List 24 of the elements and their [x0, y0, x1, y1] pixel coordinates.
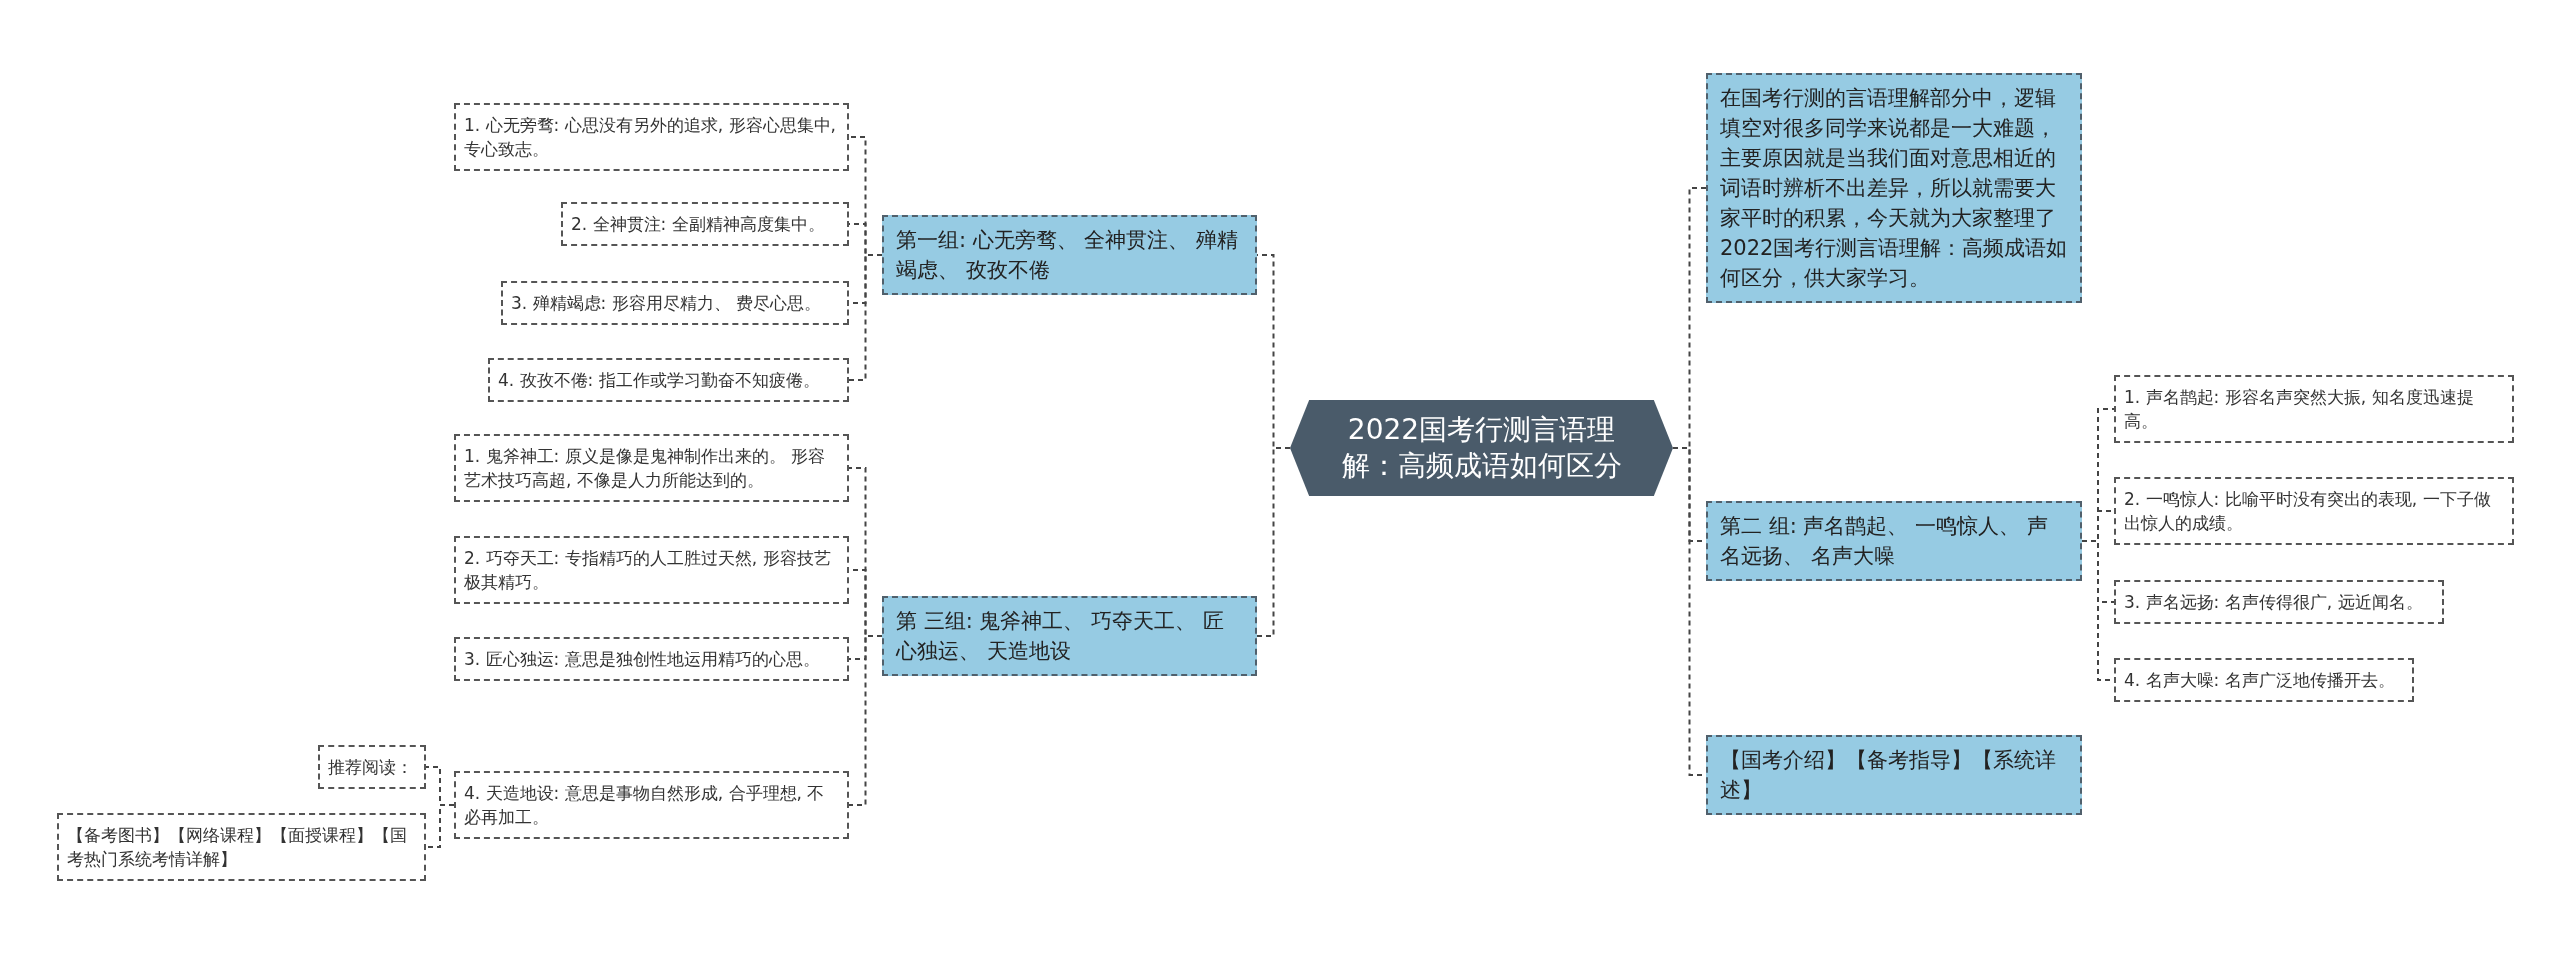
topic-box: 【国考介绍】【备考指导】【系统详述】 [1706, 735, 2082, 815]
subtopic-box: 3. 匠心独运: 意思是独创性地运用精巧的心思。 [454, 637, 849, 681]
subtopic-box: 3. 声名远扬: 名声传得很广, 远近闻名。 [2114, 580, 2444, 624]
subtopic-box: 2. 巧夺天工: 专指精巧的人工胜过天然, 形容技艺极其精巧。 [454, 536, 849, 604]
connector-line [848, 635, 883, 806]
connector-line [1256, 447, 1291, 637]
topic-box: 第 三组: 鬼斧神工、 巧夺天工、 匠心独运、 天造地设 [882, 596, 1257, 676]
topic-box: 在国考行测的言语理解部分中，逻辑填空对很多同学来说都是一大难题，主要原因就是当我们面对意思相近的词语时辨析不出差异，所以就需要大家平时的积累，今天就为大家整理了2022国考行测言语理解：高频成语如何区分，供大家学习。 [1706, 73, 2082, 303]
central-topic-hexagon: 2022国考行测言语理解：高频成语如何区分 [1290, 400, 1673, 496]
topic-box: 第一组: 心无旁骛、 全神贯注、 殚精竭虑、 孜孜不倦 [882, 215, 1257, 295]
topic-box: 第二 组: 声名鹊起、 一鸣惊人、 声名远扬、 名声大噪 [1706, 501, 2082, 581]
subtopic-box: 【备考图书】【网络课程】【面授课程】【国考热门系统考情详解】 [57, 813, 426, 881]
subtopic-box: 1. 心无旁骛: 心思没有另外的追求, 形容心思集中, 专心致志。 [454, 103, 849, 171]
connector-line [425, 804, 455, 848]
connector-line [848, 254, 883, 381]
subtopic-box: 3. 殚精竭虑: 形容用尽精力、 费尽心思。 [501, 281, 849, 325]
subtopic-box: 2. 一鸣惊人: 比喻平时没有突出的表现, 一下子做出惊人的成绩。 [2114, 477, 2514, 545]
subtopic-box: 1. 声名鹊起: 形容名声突然大振, 知名度迅速提高。 [2114, 375, 2514, 443]
subtopic-box: 4. 天造地设: 意思是事物自然形成, 合乎理想, 不必再加工。 [454, 771, 849, 839]
subtopic-box: 4. 名声大噪: 名声广泛地传播开去。 [2114, 658, 2414, 702]
subtopic-box: 2. 全神贯注: 全副精神高度集中。 [561, 202, 849, 246]
subtopic-box: 4. 孜孜不倦: 指工作或学习勤奋不知疲倦。 [488, 358, 849, 402]
subtopic-box: 推荐阅读： [318, 745, 426, 789]
subtopic-box: 1. 鬼斧神工: 原义是像是鬼神制作出来的。 形容艺术技巧高超, 不像是人力所能达到的。 [454, 434, 849, 502]
